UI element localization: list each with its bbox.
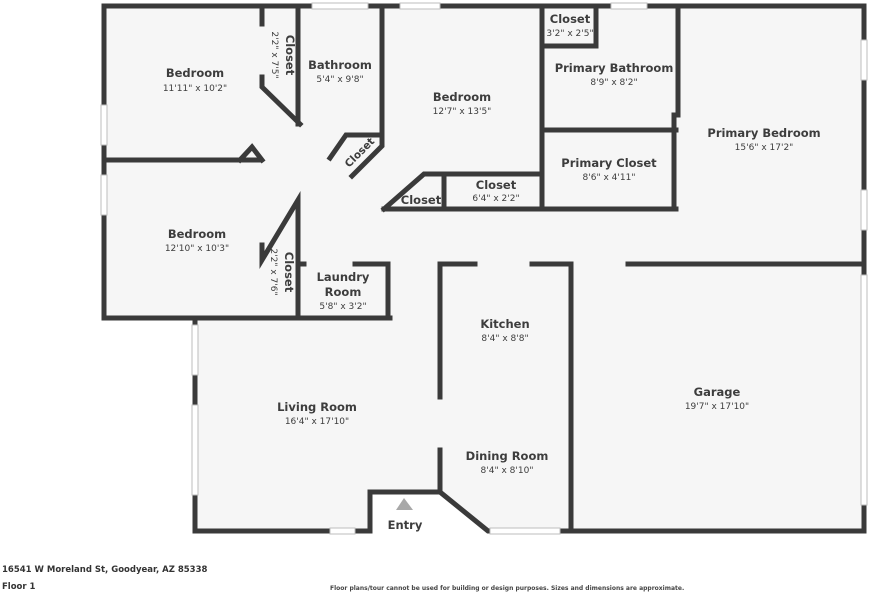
room-name: Bathroom	[308, 58, 372, 72]
room-dims: 8'4" x 8'10"	[481, 466, 534, 476]
floor-label: Floor 1	[2, 582, 36, 592]
room-dims: 8'9" x 8'2"	[590, 78, 637, 88]
room-name: Dining Room	[466, 449, 549, 463]
room-dims: 2'2" x 7'5"	[269, 31, 279, 78]
room-name: Bedroom	[166, 66, 224, 80]
room-dims: 3'2" x 2'5"	[546, 29, 593, 39]
interior-walls	[101, 3, 867, 534]
room-name: Laundry	[317, 270, 370, 284]
disclaimer-text: Floor plans/tour cannot be used for buil…	[330, 585, 685, 592]
room-labels: Bedroom 11'11" x 10'2" Closet 2'2" x 7'5…	[163, 12, 821, 532]
room-name: Garage	[694, 385, 741, 399]
room-dims: 2'2" x 7'6"	[268, 248, 278, 295]
room-name: Bedroom	[168, 227, 226, 241]
room-name: Primary Bathroom	[555, 61, 674, 75]
room-dims: 16'4" x 17'10"	[285, 417, 349, 427]
room-name: Primary Bedroom	[707, 126, 820, 140]
entry-arrow-icon	[396, 498, 413, 510]
room-name: Room	[325, 285, 362, 299]
room-name: Closet	[401, 193, 442, 207]
room-name: Primary Closet	[561, 156, 657, 170]
room-dims: 15'6" x 17'2"	[735, 143, 794, 153]
room-dims: 8'4" x 8'8"	[481, 334, 528, 344]
room-name: Closet	[476, 178, 517, 192]
room-name: Closet	[550, 12, 591, 26]
room-name: Living Room	[277, 400, 357, 414]
windows	[100, 2, 868, 535]
room-name: Kitchen	[480, 317, 529, 331]
property-address: 16541 W Moreland St, Goodyear, AZ 85338	[2, 565, 208, 575]
room-dims: 11'11" x 10'2"	[163, 84, 227, 94]
room-dims: 19'7" x 17'10"	[685, 402, 749, 412]
room-dims: 8'6" x 4'11"	[583, 173, 636, 183]
room-dims: 5'8" x 3'2"	[319, 302, 366, 312]
room-name: Entry	[388, 518, 423, 532]
room-dims: 5'4" x 9'8"	[316, 75, 363, 85]
room-dims: 6'4" x 2'2"	[472, 194, 519, 204]
room-name: Bedroom	[433, 90, 491, 104]
room-name: Closet	[282, 252, 296, 293]
room-name: Closet	[283, 35, 297, 76]
room-dims: 12'10" x 10'3"	[165, 244, 229, 254]
room-dims: 12'7" x 13'5"	[433, 107, 492, 117]
